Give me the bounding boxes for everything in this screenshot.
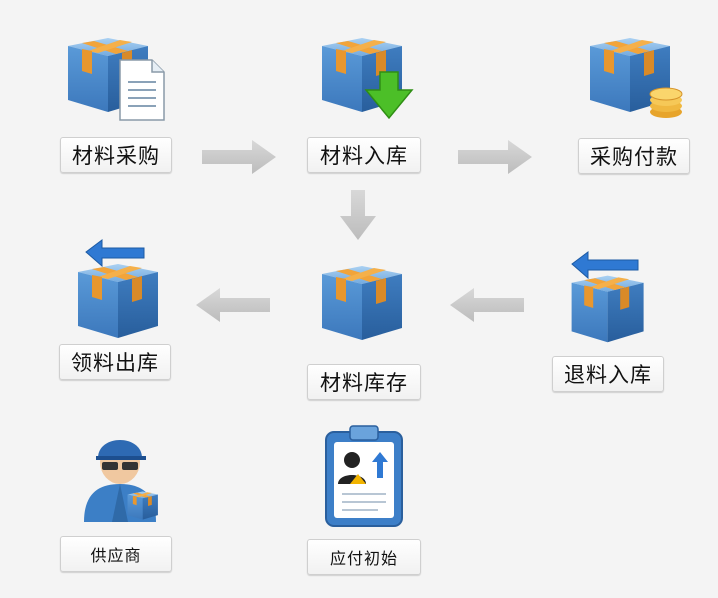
arrow-left-icon: [450, 288, 524, 322]
box-download-icon: [322, 38, 414, 120]
supplier-person-icon: [84, 440, 158, 522]
label-purchase[interactable]: 材料采购: [60, 137, 172, 173]
label-supplier[interactable]: 供应商: [60, 536, 172, 572]
label-payable-init[interactable]: 应付初始: [307, 539, 421, 575]
node-issue[interactable]: 领料出库: [56, 238, 176, 380]
label-issue[interactable]: 领料出库: [59, 344, 171, 380]
box-arrow-in-icon: [571, 251, 644, 343]
node-supplier[interactable]: 供应商: [58, 422, 178, 572]
box-document-icon: [68, 38, 165, 121]
box-icon: [322, 266, 402, 340]
label-payment[interactable]: 采购付款: [578, 138, 690, 174]
box-coins-icon: [590, 38, 683, 118]
node-purchase[interactable]: 材料采购: [56, 34, 176, 174]
node-inbound[interactable]: 材料入库: [304, 34, 424, 174]
node-return[interactable]: 退料入库: [548, 248, 668, 394]
arrow-left-icon: [196, 288, 270, 322]
arrow-right-icon: [202, 140, 276, 174]
box-arrow-out-icon: [78, 239, 158, 338]
label-return[interactable]: 退料入库: [552, 356, 664, 392]
node-payment[interactable]: 采购付款: [576, 34, 696, 174]
node-inventory[interactable]: 材料库存: [304, 262, 424, 404]
arrow-down-icon: [340, 190, 376, 240]
label-inbound[interactable]: 材料入库: [307, 137, 421, 173]
clipboard-person-icon: [325, 425, 403, 527]
arrow-right-icon: [458, 140, 532, 174]
node-payable-init[interactable]: 应付初始: [304, 424, 424, 576]
label-inventory[interactable]: 材料库存: [307, 364, 421, 400]
